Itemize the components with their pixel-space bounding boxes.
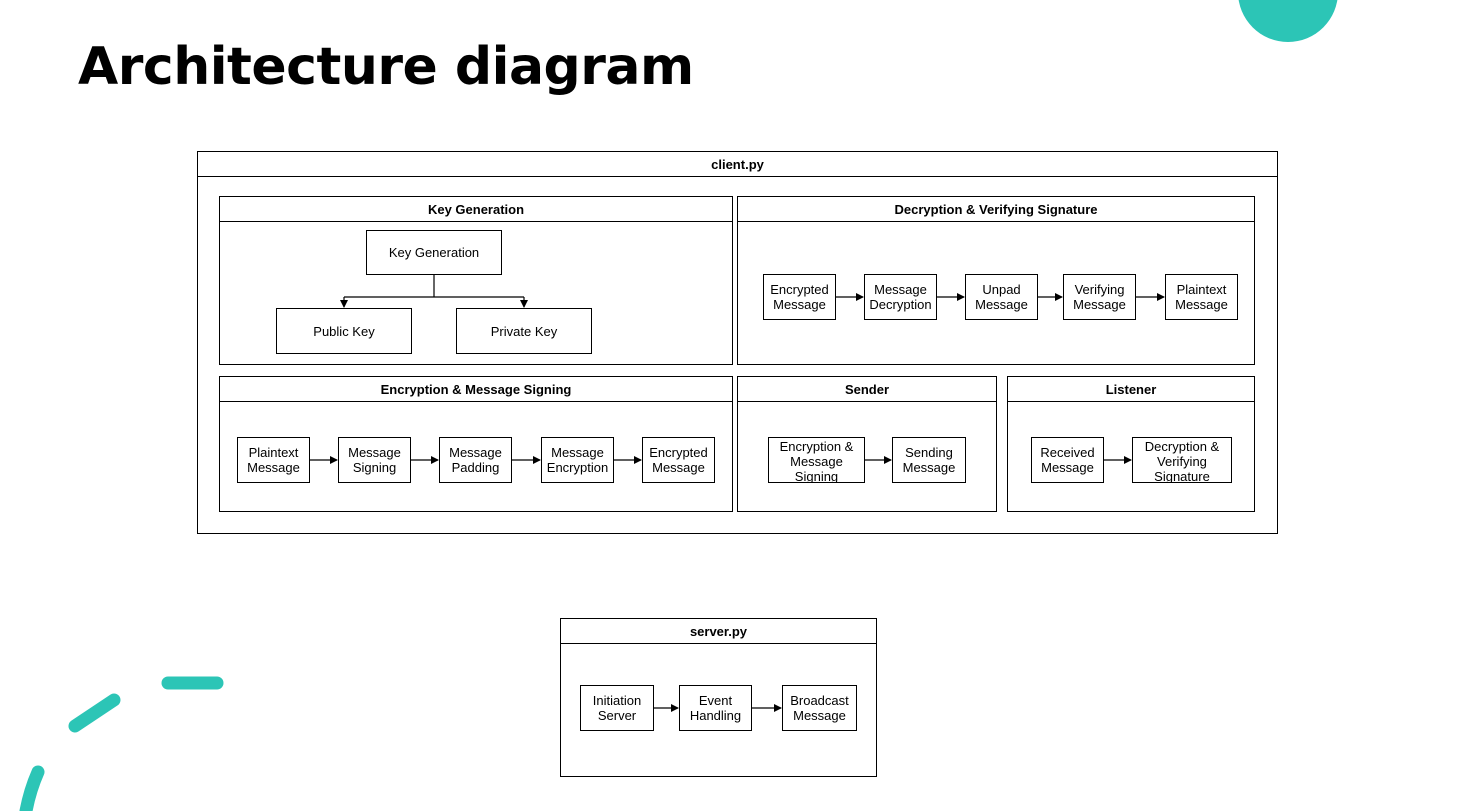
encryption-step-encrypted: Encrypted Message xyxy=(642,437,715,483)
decryption-title: Decryption & Verifying Signature xyxy=(738,197,1254,222)
sender-step-sign: Encryption & Message Signing xyxy=(768,437,865,483)
server-step-init: Initiation Server xyxy=(580,685,654,731)
server-step-broadcast: Broadcast Message xyxy=(782,685,857,731)
page-title: Architecture diagram xyxy=(78,37,694,97)
encryption-title: Encryption & Message Signing xyxy=(220,377,732,402)
decryption-step-decrypt: Message Decryption xyxy=(864,274,937,320)
decryption-step-encrypted: Encrypted Message xyxy=(763,274,836,320)
sender-title: Sender xyxy=(738,377,996,402)
listener-step-received: Received Message xyxy=(1031,437,1104,483)
encryption-step-pad: Message Padding xyxy=(439,437,512,483)
client-title: client.py xyxy=(198,152,1277,177)
sender-step-send: Sending Message xyxy=(892,437,966,483)
listener-title: Listener xyxy=(1008,377,1254,402)
private-key-node: Private Key xyxy=(456,308,592,354)
public-key-node: Public Key xyxy=(276,308,412,354)
server-title: server.py xyxy=(561,619,876,644)
decryption-step-verify: Verifying Message xyxy=(1063,274,1136,320)
key-generation-node: Key Generation xyxy=(366,230,502,275)
encryption-step-sign: Message Signing xyxy=(338,437,411,483)
decryption-step-unpad: Unpad Message xyxy=(965,274,1038,320)
decryption-step-plaintext: Plaintext Message xyxy=(1165,274,1238,320)
listener-step-decrypt: Decryption & Verifying Signature xyxy=(1132,437,1232,483)
encryption-step-encrypt: Message Encryption xyxy=(541,437,614,483)
server-step-event: Event Handling xyxy=(679,685,752,731)
key-generation-title: Key Generation xyxy=(220,197,732,222)
encryption-step-plaintext: Plaintext Message xyxy=(237,437,310,483)
